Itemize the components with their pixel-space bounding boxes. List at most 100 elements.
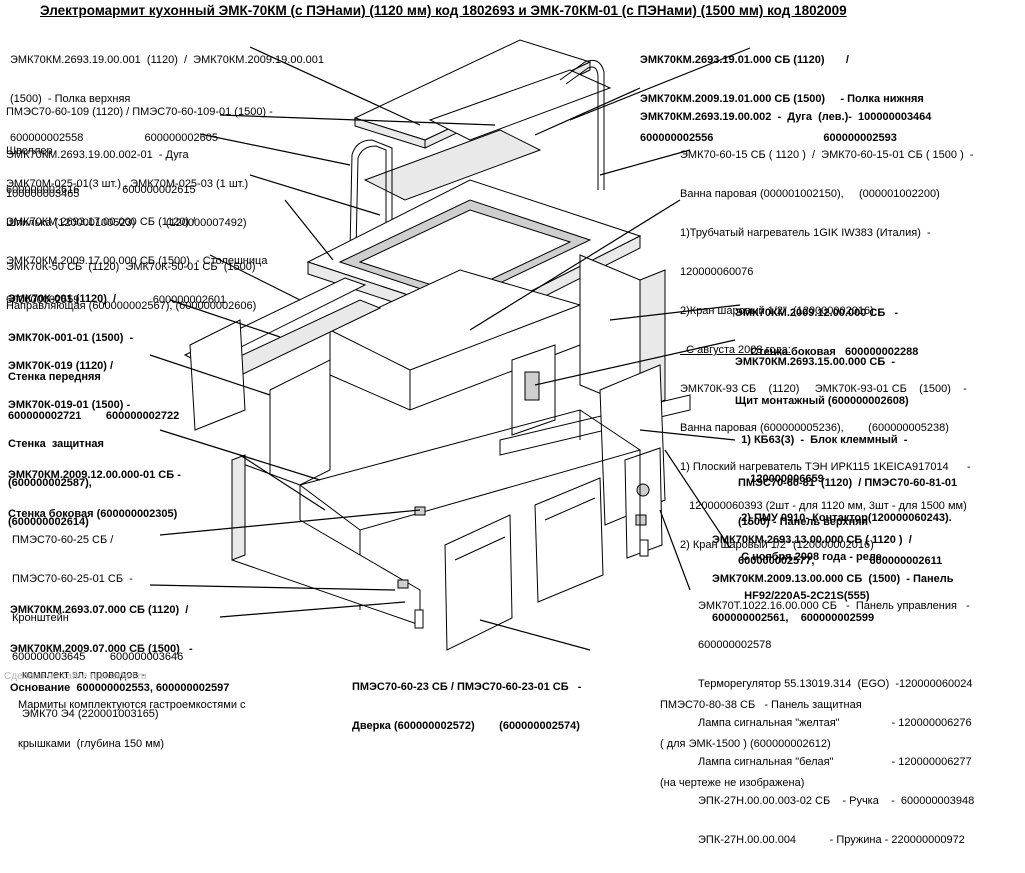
callout-line: Стенка боковая 600000002288 [735, 346, 919, 358]
watermark: Сделано на сайте rusmarket.ru [4, 671, 147, 682]
callout-line: 120000060076 [680, 266, 754, 278]
callout-stenka-bokovaya-lev: ЭМК70КМ.2009.12.00.000-01 СБ - Стенка бо… [8, 443, 181, 547]
diagram-canvas: Электромармит кухонный ЭМК-70КМ (с ПЭНам… [4, 3, 974, 846]
callout-line: (1500) - Полка верхняя [10, 93, 131, 105]
callout-line: ЭМК70КМ.2009.13.00.000 СБ (1500) - Панел… [712, 573, 954, 585]
callout-duga-lev: ЭМК70КМ.2693.19.00.002 - Дуга (лев.)- 10… [640, 85, 931, 150]
callout-line: 120000060393 (2шт - для 1120 мм, 3шт - д… [680, 500, 967, 512]
callout-stenka-perednyaya: ЭМК70К-001 (1120) / ЭМК70К-001-01 (1500)… [8, 267, 179, 449]
callout-line: С ноября 2008 года - реле [735, 551, 882, 563]
callout-line: ЭМК70КМ.2009.17.00.000 СБ (1500) - Столе… [6, 255, 268, 267]
arch-left [349, 139, 393, 251]
callout-line: 2)Кран шаровый 1/2" (120000002016) [680, 305, 874, 317]
callout-line: ПМЭС70-60-81 (1120) / ПМЭС70-60-81-01 [738, 477, 958, 489]
callout-duga-pr: ЭМК70КМ.2693.19.00.002-01 - Дуга 1000000… [6, 123, 189, 227]
callout-line: 600000002577, 600000002611 [738, 555, 943, 567]
callout-line: ПМЭС70-60-23 СБ / ПМЭС70-60-23-01 СБ - [352, 681, 582, 693]
callout-line: ЭМК70КМ.2009.19.01.000 СБ (1500) - Полка… [640, 93, 924, 105]
callout-line: ЭМК70КМ.2009.07.000 СБ (1500) - [10, 643, 193, 655]
callout-line: ЭМК70К-50 СБ (1120) ЭМК70К-50-01 СБ (150… [6, 261, 256, 273]
callout-polka-verkhnyaya: ЭМК70КМ.2693.19.00.001 (1120) / ЭМК70КМ.… [10, 28, 324, 171]
callout-line: Терморегулятор 55.13019.314 (EGO) -12000… [698, 678, 973, 690]
callout-line: 600000002616 600000002615 [6, 184, 196, 196]
protective-wall [189, 319, 246, 431]
callout-line: ЭМК70КМ.2009.12.00.000-01 СБ - [8, 469, 181, 481]
callout-line: ЭМК70М-025-01(3 шт.) , ЭМК70М-025-03 (1 … [6, 178, 249, 190]
callout-kronshtein: ПМЭС70-60-25 СБ / ПМЭС70-60-25-01 СБ - К… [12, 508, 183, 690]
callout-line: ЭМК70КМ.2693.19.01.000 СБ (1120) / [640, 54, 849, 66]
callout-line: Щит монтажный (600000002608) [735, 395, 909, 407]
callout-line: ЭМК70К-019 (1120) / [8, 360, 114, 372]
callout-line: Кронштейн [12, 612, 69, 624]
callout-stenka-zashchitnaya: ЭМК70К-019 (1120) / ЭМК70К-019-01 (1500)… [8, 334, 130, 555]
callout-shveller: ПМЭС70-60-109 (1120) / ПМЭС70-60-109-01 … [6, 80, 273, 223]
callout-line: 600000002561, 600000002599 [712, 612, 875, 624]
callout-stenka-bokovaya-prav: ЭМК70КМ.2009.12.00.000 СБ - Стенка боков… [735, 281, 918, 385]
callout-napravlyayushchaya: ЭМК70К-50 СБ (1120) ЭМК70К-50-01 СБ (150… [6, 235, 256, 339]
callout-line: 1) Плоский нагреватель ТЭН ИРК115 1KEICA… [680, 461, 971, 473]
callout-line: С августа 2008 года: [680, 344, 791, 356]
callout-line: крышками (глубина 150 мм) [18, 738, 165, 750]
callout-line: ЭМК70КМ.2693.19.00.002 - Дуга (лев.)- 10… [640, 111, 932, 123]
callout-shchit-montazhnyi: ЭМК70КМ.2693.15.00.000 СБ - Щит монтажны… [735, 330, 952, 629]
callout-line: ЭМК70Т.1022.16.00.000 СБ - Панель управл… [698, 600, 970, 612]
callout-line: Дверка (600000002572) (600000002574) [352, 720, 580, 732]
callout-line: ПМЭС70-80-38 СБ - Панель защитная [660, 699, 862, 711]
bracket [414, 506, 426, 516]
callout-line: ПМЭС70-60-25 СБ / [12, 534, 114, 546]
callout-line: ЭМК70К-001 (1120) / [8, 293, 117, 305]
leg [414, 609, 424, 629]
callout-line: (600000002614) [8, 516, 89, 528]
arch-right [559, 59, 605, 190]
control-panel [624, 447, 663, 559]
callout-polka-nizhnyaya: ЭМК70КМ.2693.19.01.000 СБ (1120) / ЭМК70… [640, 28, 924, 171]
callout-line: (600000002587), [8, 477, 92, 489]
side-wall-left [231, 459, 421, 626]
callout-line: 2) ПМУ 0910- Контактор(120000060243). [735, 512, 952, 524]
callout-line: ЭМК70К-93 СБ (1120) ЭМК70К-93-01 СБ (150… [680, 383, 967, 395]
callout-line: ЭМК70К-019-01 (1500) - [8, 399, 131, 411]
callout-line: ЭМК70КМ.2693.13.00.000 СБ ( 1120 ) / [712, 534, 912, 546]
front-wall [269, 359, 331, 501]
callout-panel-verkhnyaya: ПМЭС70-60-81 (1120) / ПМЭС70-60-81-01 (1… [738, 451, 957, 594]
bottom-shelf [428, 69, 612, 141]
callout-line: Ванна паровая (000001002150), (000001002… [680, 188, 940, 200]
callout-line: 600000002578 [698, 639, 772, 651]
callout-line: (1500) - Панель верхняя [738, 516, 869, 528]
callout-line: 120000006659 [735, 473, 824, 485]
callout-line: 1) КБ63(3) - Блок клеммный - [735, 434, 908, 446]
callout-line: 600000003645 600000003646 [12, 651, 184, 663]
callout-marmity: Мармиты комплектуются гастроемкостями с … [18, 673, 246, 777]
equipment-drawing [149, 39, 751, 651]
callout-line: 2) Кран шаровый 1/2" (120000002016) [680, 539, 874, 551]
callout-line: Швеллер [6, 145, 53, 157]
diagram-title: Электромармит кухонный ЭМК-70КМ (с ПЭНам… [40, 3, 847, 18]
callout-line: Направляющая (600000002567), (6000000026… [6, 300, 257, 312]
callout-vanna-parovaya: ЭМК70-60-15 СБ ( 1120 ) / ЭМК70-60-15-01… [680, 123, 974, 578]
callout-line: 600000002559 600000002601 [6, 294, 227, 306]
callout-panel-zashchitnaya: ПМЭС70-80-38 СБ - Панель защитная ( для … [660, 673, 862, 816]
callout-panel: ЭМК70КМ.2693.13.00.000 СБ ( 1120 ) / ЭМК… [712, 508, 954, 651]
callout-line: ЭМК70КМ.2693.17.00.000 СБ (1120) / [6, 216, 196, 228]
callout-line: ( для ЭМК-1500 ) (600000002612) [660, 738, 831, 750]
callout-line: ЭМК70КМ.2009.12.00.000 СБ - [735, 307, 899, 319]
callout-line: 600000002558 600000002605 [10, 132, 218, 144]
callout-osnovanie: ЭМК70КМ.2693.07.000 СБ (1120) / ЭМК70КМ.… [10, 578, 229, 721]
leader-lines [149, 46, 751, 651]
callout-line: Шпилька (120000100523) (120000007492) [6, 217, 247, 229]
callout-line: ЭМК70КМ.2693.07.000 СБ (1120) / [10, 604, 189, 616]
callout-line: ЭМК70КМ.2693.19.00.001 (1120) / ЭМК70КМ.… [10, 54, 324, 66]
callout-line: Стенка защитная [8, 438, 104, 450]
callout-line: ЭМК70КМ.2693.15.00.000 СБ - [735, 356, 896, 368]
door-right [534, 477, 604, 603]
callout-line: HF92/220A5-2C21S(555) [735, 590, 870, 602]
callout-line: ЭМК70КМ.2693.19.00.002-01 - Дуга [6, 149, 189, 161]
callout-line: 600000002556 600000002593 [640, 132, 897, 144]
callout-line: ПМЭС70-60-25-01 СБ - [12, 573, 133, 585]
callout-line: 1)Трубчатый нагреватель 1GIK IW383 (Итал… [680, 227, 931, 239]
callout-line: комплект эл. проводов - [22, 669, 145, 681]
callout-line: ЭМК70К-001-01 (1500) - [8, 332, 134, 344]
door-left [444, 514, 513, 651]
callout-line: Стенка боковая (600000002305) [8, 508, 178, 520]
callout-line: 600000002721 600000002722 [8, 410, 180, 422]
